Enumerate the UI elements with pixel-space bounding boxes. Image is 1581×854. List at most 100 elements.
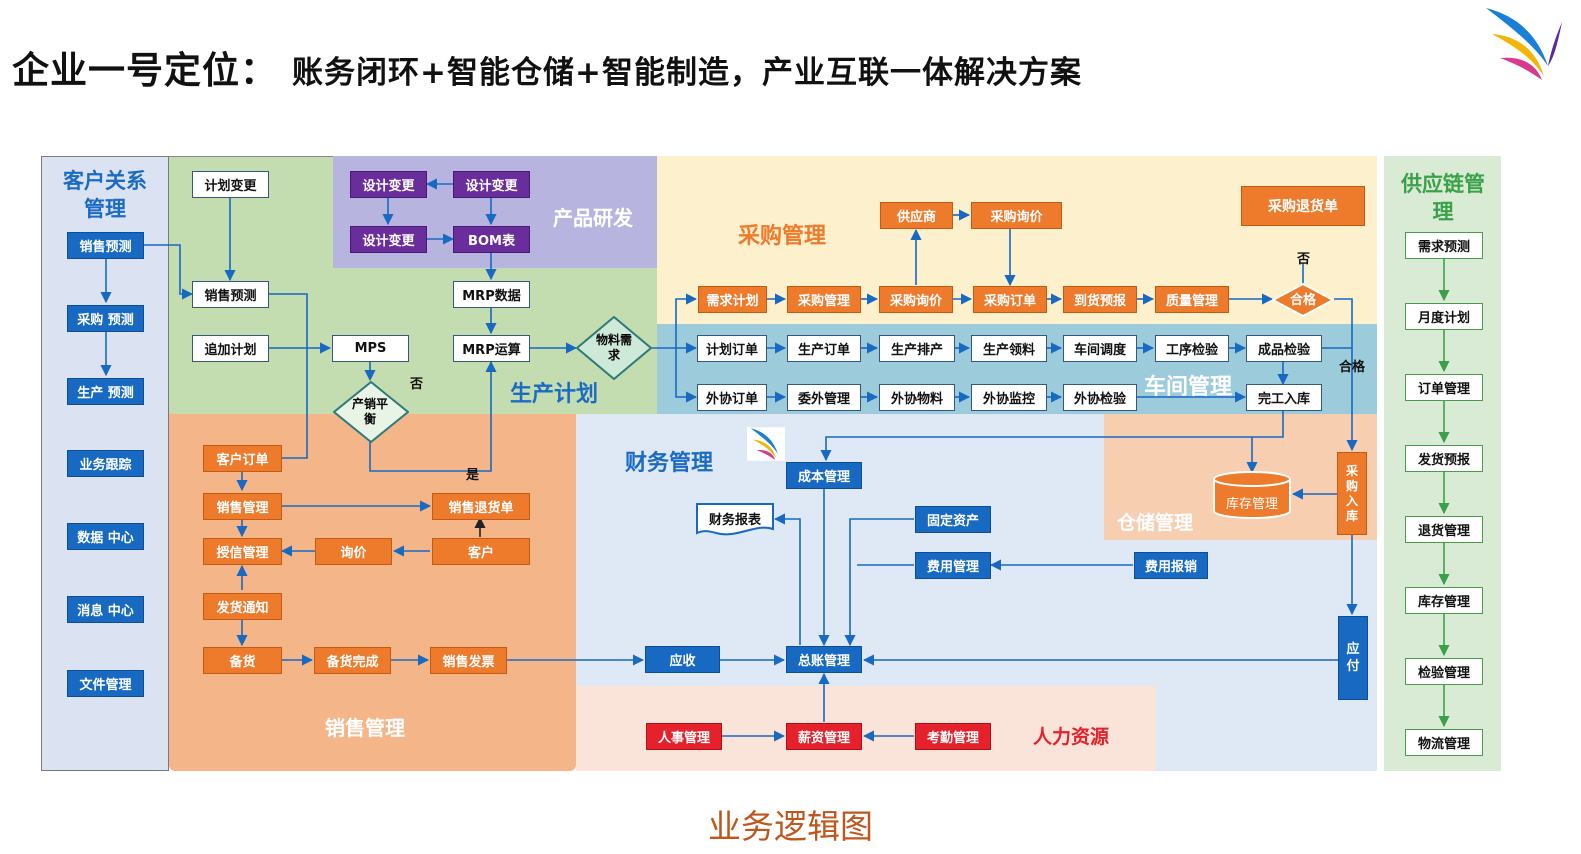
diagram-caption: 业务逻辑图 (708, 807, 873, 846)
sales-return-bill[interactable]: 销售退货单 (432, 493, 530, 520)
workshop-outsource-order[interactable]: 外协订单 (697, 384, 767, 411)
note-no-qualified: 否 (1297, 252, 1311, 267)
note-qualified: 合格 (1339, 360, 1366, 375)
supply-item-monthly-plan[interactable]: 月度计划 (1405, 303, 1483, 330)
plan-mps[interactable]: MPS (332, 335, 409, 362)
region-sales (169, 414, 576, 771)
label-crm: 客户关系管理 (63, 169, 147, 221)
supply-item-shipping-forecast[interactable]: 发货预报 (1405, 445, 1483, 472)
workshop-dispatch[interactable]: 车间调度 (1063, 335, 1137, 362)
workshop-product-check[interactable]: 成品检验 (1246, 335, 1322, 362)
crm-item-data-center[interactable]: 数据 中心 (67, 523, 144, 550)
title-sub: 账务闭环+智能仓储+智能制造，产业互联一体解决方案 (292, 55, 1082, 91)
hr-personnel[interactable]: 人事管理 (646, 723, 722, 750)
workshop-schedule[interactable]: 生产排产 (879, 335, 955, 362)
material-diamond[interactable] (576, 316, 652, 380)
workshop-plan-order[interactable]: 计划订单 (697, 335, 767, 362)
hr-attendance[interactable]: 考勤管理 (915, 723, 991, 750)
balance-diamond[interactable] (333, 381, 409, 443)
finance-report-label: 财务报表 (708, 513, 761, 528)
label-sales: 销售管理 (325, 716, 405, 740)
stock-cylinder-icon[interactable] (1212, 471, 1292, 519)
finance-reimburse[interactable]: 费用报销 (1134, 552, 1208, 579)
sales-quote[interactable]: 询价 (315, 538, 392, 565)
label-warehouse: 仓储管理 (1117, 512, 1194, 534)
crm-item-purchase-forecast[interactable]: 采购 预测 (67, 305, 144, 332)
crm-item-message-center[interactable]: 消息 中心 (67, 596, 144, 623)
workshop-entrust[interactable]: 委外管理 (787, 384, 861, 411)
crm-item-sales-forecast[interactable]: 销售预测 (67, 232, 144, 259)
workshop-picking[interactable]: 生产领料 (971, 335, 1047, 362)
sales-shipping-notice[interactable]: 发货通知 (203, 593, 282, 620)
supply-item-inventory-management[interactable]: 库存管理 (1405, 587, 1483, 614)
purchase-order[interactable]: 采购订单 (973, 286, 1047, 313)
purchase-management[interactable]: 采购管理 (787, 286, 861, 313)
purchase-arrival-forecast[interactable]: 到货预报 (1063, 286, 1137, 313)
sales-credit[interactable]: 授信管理 (203, 538, 282, 565)
note-yes-balance: 是 (466, 468, 480, 483)
label-purchase: 采购管理 (738, 224, 827, 249)
workshop-outsource-material[interactable]: 外协物料 (879, 384, 955, 411)
title-main: 企业一号定位： (12, 49, 278, 92)
sales-invoice[interactable]: 销售发票 (430, 647, 507, 674)
rnd-design-change-3[interactable]: 设计变更 (350, 226, 427, 253)
qualified-label: 合格 (1289, 292, 1316, 308)
finance-ledger[interactable]: 总账管理 (786, 646, 862, 673)
logo-icon (1486, 8, 1562, 80)
finance-payable[interactable]: 应付 (1338, 616, 1368, 700)
rnd-design-change-1[interactable]: 设计变更 (350, 171, 427, 198)
plan-sales-forecast[interactable]: 销售预测 (192, 281, 269, 308)
purchase-return-bill[interactable]: 采购退货单 (1241, 186, 1365, 226)
purchase-quality[interactable]: 质量管理 (1155, 286, 1229, 313)
stock-label: 库存管理 (1225, 497, 1278, 512)
purchase-inquiry-top[interactable]: 采购询价 (971, 202, 1062, 229)
label-supply: 供应链管理 (1401, 172, 1485, 224)
finance-logo-icon (747, 427, 785, 461)
finance-receivable[interactable]: 应收 (645, 646, 720, 673)
supply-item-demand-forecast[interactable]: 需求预测 (1405, 232, 1483, 259)
purchase-supplier[interactable]: 供应商 (880, 202, 953, 229)
label-hr: 人力资源 (1033, 726, 1110, 748)
workshop-finish-in[interactable]: 完工入库 (1246, 384, 1322, 411)
workshop-outsource-check[interactable]: 外协检验 (1063, 384, 1137, 411)
qualified-diamond[interactable] (1272, 283, 1334, 317)
plan-mrp-data[interactable]: MRP数据 (453, 281, 530, 308)
workshop-outsource-monitor[interactable]: 外协监控 (971, 384, 1047, 411)
purchase-demand-plan[interactable]: 需求计划 (698, 286, 767, 313)
hr-salary[interactable]: 薪资管理 (786, 723, 862, 750)
finance-fixed-assets[interactable]: 固定资产 (915, 506, 991, 533)
label-rnd: 产品研发 (553, 206, 633, 230)
finance-cost[interactable]: 成本管理 (786, 462, 862, 489)
label-workshop: 车间管理 (1144, 375, 1233, 400)
sales-customer[interactable]: 客户 (432, 538, 530, 565)
supply-item-return-management[interactable]: 退货管理 (1405, 516, 1483, 543)
workshop-process-check[interactable]: 工序检验 (1155, 335, 1229, 362)
page-title: 企业一号定位： 账务闭环+智能仓储+智能制造，产业互联一体解决方案 (12, 40, 1082, 94)
balance-label: 产销平衡 (351, 397, 388, 426)
crm-item-production-forecast[interactable]: 生产 预测 (67, 378, 144, 405)
warehouse-purchase-in[interactable]: 采购入库 (1337, 452, 1367, 535)
finance-expense[interactable]: 费用管理 (915, 552, 991, 579)
supply-item-order-management[interactable]: 订单管理 (1405, 374, 1483, 401)
label-production-plan: 生产计划 (510, 382, 599, 407)
plan-change[interactable]: 计划变更 (192, 171, 269, 198)
plan-mrp-run[interactable]: MRP运算 (453, 335, 530, 362)
crm-item-file-management[interactable]: 文件管理 (67, 670, 144, 697)
purchase-inquiry[interactable]: 采购询价 (879, 286, 953, 313)
workshop-production-order[interactable]: 生产订单 (787, 335, 861, 362)
crm-item-business-tracking[interactable]: 业务跟踪 (67, 450, 144, 477)
supply-item-logistics-management[interactable]: 物流管理 (1405, 729, 1483, 756)
sales-management[interactable]: 销售管理 (203, 493, 282, 520)
supply-item-inspection-management[interactable]: 检验管理 (1405, 658, 1483, 685)
sales-customer-order[interactable]: 客户订单 (203, 445, 282, 472)
rnd-bom[interactable]: BOM表 (453, 226, 530, 253)
label-finance: 财务管理 (625, 451, 714, 476)
material-label: 物料需求 (595, 333, 632, 362)
note-no-balance: 否 (410, 377, 424, 392)
plan-additional[interactable]: 追加计划 (192, 335, 269, 362)
finance-report-doc-icon[interactable] (696, 503, 774, 537)
sales-prepare[interactable]: 备货 (203, 647, 282, 674)
sales-prepared[interactable]: 备货完成 (314, 647, 391, 674)
rnd-design-change-2[interactable]: 设计变更 (453, 171, 530, 198)
